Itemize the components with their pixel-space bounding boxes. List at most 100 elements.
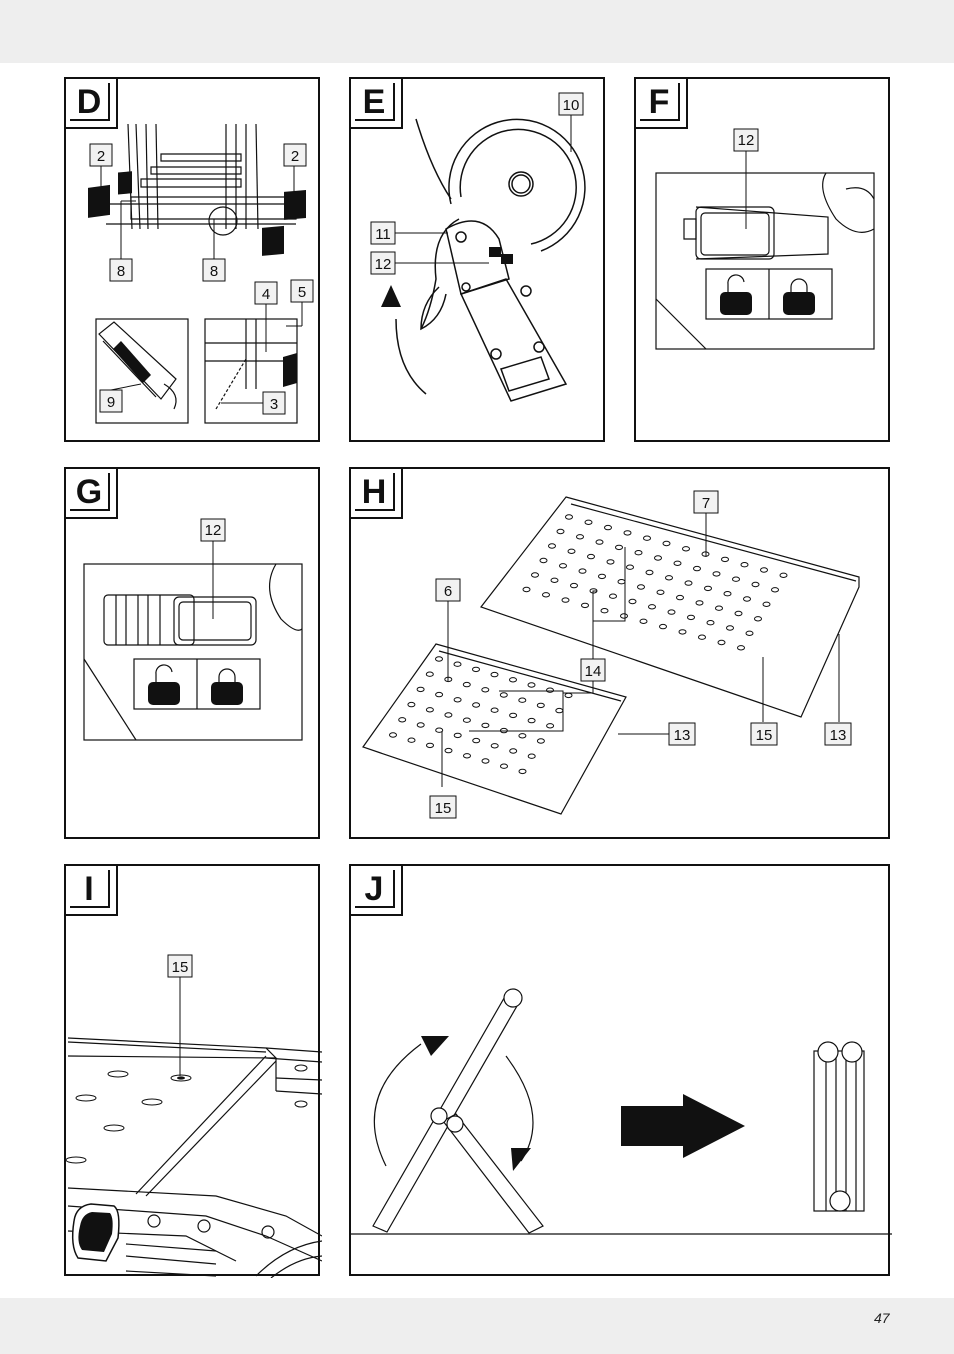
platform-hole: [615, 544, 623, 551]
platform-hole: [527, 717, 536, 724]
platform-hole: [578, 568, 587, 574]
bottom-band: [0, 1298, 954, 1354]
platform-hole: [715, 605, 723, 611]
platform-hole: [665, 575, 673, 581]
platform-hole: [637, 584, 645, 590]
platform-hole: [490, 707, 499, 713]
platform-hole: [740, 562, 749, 568]
platform-hole: [565, 514, 573, 520]
callout-2a: 2: [97, 148, 105, 165]
panel-i-callouts: 15: [167, 954, 193, 1076]
panel-d-label: D: [70, 83, 110, 121]
platform-hole: [546, 723, 555, 729]
platform-hole: [598, 573, 606, 580]
panel-h-illustration: [362, 496, 860, 815]
callout-8b: 8: [210, 263, 218, 280]
panel-e-illustration: [381, 118, 586, 402]
panel-j-label-box: J: [351, 866, 403, 916]
platform-hole: [595, 539, 604, 545]
platform-hole: [712, 571, 721, 577]
platform-hole: [463, 753, 471, 759]
platform-hole: [648, 604, 656, 610]
platform-hole: [606, 559, 615, 565]
platform-hole: [581, 602, 589, 609]
platform-hole: [609, 593, 617, 599]
platform-hole: [425, 707, 434, 713]
platform-hole: [481, 758, 490, 764]
panel-i-label: I: [70, 870, 110, 908]
callout-4: 4: [262, 286, 270, 303]
platform-hole: [639, 618, 648, 625]
platform-hole: [678, 629, 687, 635]
platform-hole: [481, 687, 490, 693]
panel-j: J: [349, 864, 892, 1276]
platform-hole: [695, 600, 704, 606]
platform-hole: [737, 645, 745, 651]
callout-15a: 15: [756, 727, 773, 744]
panel-i-illustration: [66, 1037, 322, 1278]
platform-hole: [435, 656, 443, 662]
panel-f-illustration: [655, 172, 875, 350]
panel-e-label-box: E: [351, 79, 403, 129]
platform-hole: [527, 682, 536, 688]
platform-hole: [542, 592, 550, 598]
platform-hole: [539, 557, 548, 564]
panel-i: I 15: [64, 864, 322, 1278]
platform-hole: [453, 697, 462, 703]
platform-hole: [527, 753, 536, 759]
platform-hole: [462, 717, 471, 723]
callout-11: 11: [375, 226, 391, 243]
callout-12-g: 12: [205, 522, 222, 539]
platform-hole: [771, 587, 779, 593]
platform-hole: [698, 634, 706, 640]
platform-hole: [556, 528, 565, 535]
platform-hole: [734, 610, 743, 617]
platform-hole: [416, 722, 425, 728]
platform-hole: [472, 737, 481, 744]
callout-15b: 15: [435, 800, 452, 817]
platform-hole: [509, 677, 517, 683]
platform-hole: [643, 535, 651, 541]
panel-f: F 12: [634, 77, 890, 442]
panel-d-label-box: D: [66, 79, 118, 129]
platform-hole: [509, 748, 518, 754]
callout-13b: 13: [830, 727, 847, 744]
platform-hole: [634, 550, 643, 556]
panel-d-callouts: 2 2 8 8 4 5 9 3: [89, 143, 314, 415]
platform-hole: [490, 743, 499, 749]
panel-g-illustration: [83, 563, 303, 741]
callout-5: 5: [298, 284, 306, 301]
callout-10: 10: [563, 97, 580, 114]
platform-hole: [654, 555, 662, 561]
platform-hole: [509, 712, 518, 719]
callout-14: 14: [585, 663, 602, 680]
panel-e-callouts: 10 11 12: [370, 92, 584, 275]
platform-hole: [704, 585, 712, 592]
platform-hole: [628, 598, 637, 605]
platform-hole: [518, 733, 527, 739]
panel-e-label: E: [355, 83, 395, 121]
platform-hole: [745, 630, 754, 637]
platform-hole: [425, 671, 434, 677]
platform-hole: [416, 686, 425, 693]
platform-hole: [559, 563, 567, 569]
panel-d-callout-boxes: [89, 143, 314, 415]
platform-hole: [426, 742, 434, 749]
platform-hole: [472, 702, 481, 708]
callout-12-f: 12: [738, 132, 755, 149]
platform-hole: [435, 691, 444, 698]
platform-hole: [667, 609, 676, 615]
platform-hole: [444, 712, 453, 718]
callout-7: 7: [702, 495, 710, 512]
platform-hole: [435, 727, 444, 733]
platform-hole: [561, 597, 570, 603]
callout-15-i: 15: [172, 959, 189, 976]
platform-hole: [576, 534, 584, 540]
platform-hole: [550, 577, 559, 584]
panel-h-label: H: [355, 473, 395, 511]
callout-6: 6: [444, 583, 452, 600]
panel-g-label-box: G: [66, 469, 118, 519]
panel-d: D 2 2 8 8 4 5 9 3: [64, 77, 320, 442]
platform-hole: [779, 572, 788, 579]
page-number: 47: [874, 1310, 890, 1326]
